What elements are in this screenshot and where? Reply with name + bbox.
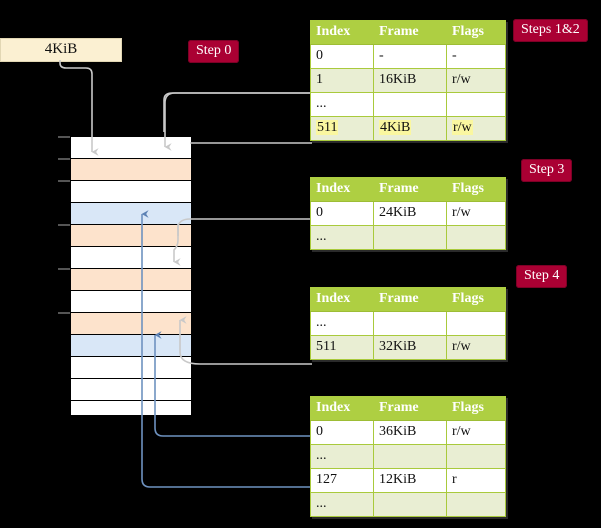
cell-flags [446, 311, 506, 336]
memory-row [71, 357, 191, 379]
step-badge-1-2: Steps 1&2 [513, 19, 588, 42]
pd-table: Index Frame Flags ... 511 32KiB r/w [310, 287, 506, 360]
cell-frame [373, 311, 447, 336]
cell-frame [373, 492, 447, 517]
memory-tick [58, 312, 70, 314]
cell-index: ... [310, 311, 374, 336]
cell-frame: 4KiB [373, 116, 447, 141]
cell-index: 511 [310, 335, 374, 360]
pml4-table: Index Frame Flags 0 - - 1 16KiB r/w ... … [310, 20, 506, 141]
cell-frame: - [373, 44, 447, 69]
cell-flags-text: r/w [452, 120, 473, 135]
table-header-row: Index Frame Flags [310, 287, 506, 312]
cell-frame: 24KiB [373, 201, 447, 226]
cell-frame: 32KiB [373, 335, 447, 360]
cell-frame [373, 444, 447, 469]
column-header-index: Index [310, 177, 374, 202]
column-header-index: Index [310, 287, 374, 312]
table-row: ... [310, 92, 506, 117]
cell-flags [446, 444, 506, 469]
column-header-flags: Flags [446, 287, 506, 312]
cell-flags [446, 92, 506, 117]
cell-flags: r/w [446, 420, 506, 445]
memory-row [71, 181, 191, 203]
memory-tick [58, 180, 70, 182]
wire-step2-feed [163, 92, 312, 132]
cell-index: 0 [310, 420, 374, 445]
cell-flags: r/w [446, 68, 506, 93]
memory-row [71, 247, 191, 269]
cell-index: ... [310, 444, 374, 469]
cell-index: 0 [310, 44, 374, 69]
cell-index: ... [310, 492, 374, 517]
column-header-frame: Frame [373, 287, 447, 312]
memory-tick [58, 268, 70, 270]
memory-row [71, 335, 191, 357]
column-header-flags: Flags [446, 396, 506, 421]
table-row: ... [310, 311, 506, 336]
pdp-table: Index Frame Flags 0 24KiB r/w ... [310, 177, 506, 250]
memory-row [71, 203, 191, 225]
cell-flags: r/w [446, 335, 506, 360]
cell-frame: 36KiB [373, 420, 447, 445]
cell-index: ... [310, 225, 374, 250]
cell-index: 1 [310, 68, 374, 93]
table-row: ... [310, 225, 506, 250]
pt-table: Index Frame Flags 0 36KiB r/w ... 127 12… [310, 396, 506, 517]
memory-row [71, 313, 191, 335]
column-header-frame: Frame [373, 177, 447, 202]
memory-row [71, 225, 191, 247]
memory-row [71, 401, 191, 415]
memory-row [71, 269, 191, 291]
memory-tick [58, 224, 70, 226]
table-row: 127 12KiB r [310, 468, 506, 493]
cell-index: ... [310, 92, 374, 117]
cell-flags: r/w [446, 201, 506, 226]
table-row: 0 - - [310, 44, 506, 69]
cell-frame-text: 4KiB [379, 120, 412, 135]
column-header-frame: Frame [373, 20, 447, 45]
memory-row [71, 159, 191, 181]
cell-frame [373, 225, 447, 250]
table-row: 0 24KiB r/w [310, 201, 506, 226]
table-row: ... [310, 492, 506, 517]
table-row: ... [310, 444, 506, 469]
table-row: 511 32KiB r/w [310, 335, 506, 360]
table-header-row: Index Frame Flags [310, 177, 506, 202]
memory-row [71, 137, 191, 159]
cell-flags: r [446, 468, 506, 493]
step-badge-4: Step 4 [516, 265, 568, 288]
cell-flags: r/w [446, 116, 506, 141]
source-frame-label: 4KiB [44, 41, 78, 57]
memory-row [71, 291, 191, 313]
column-header-index: Index [310, 396, 374, 421]
memory-tick [58, 158, 70, 160]
column-header-index: Index [310, 20, 374, 45]
cell-index: 511 [310, 116, 374, 141]
cell-frame [373, 92, 447, 117]
cell-index-text: 511 [316, 120, 339, 135]
table-header-row: Index Frame Flags [310, 20, 506, 45]
column-header-flags: Flags [446, 20, 506, 45]
physical-memory-column [70, 136, 191, 415]
cell-flags [446, 492, 506, 517]
cell-index: 0 [310, 201, 374, 226]
step-badge-3: Step 3 [521, 159, 573, 182]
cell-frame: 12KiB [373, 468, 447, 493]
cell-flags: - [446, 44, 506, 69]
table-row: 0 36KiB r/w [310, 420, 506, 445]
cell-flags [446, 225, 506, 250]
wire-step4 [179, 316, 312, 365]
table-header-row: Index Frame Flags [310, 396, 506, 421]
memory-tick [58, 136, 70, 138]
memory-row [71, 379, 191, 401]
step-badge-0: Step 0 [188, 40, 240, 63]
column-header-flags: Flags [446, 177, 506, 202]
table-row-highlighted: 511 4KiB r/w [310, 116, 506, 141]
cell-index: 127 [310, 468, 374, 493]
source-frame-box: 4KiB [0, 38, 122, 62]
cell-frame: 16KiB [373, 68, 447, 93]
table-row: 1 16KiB r/w [310, 68, 506, 93]
column-header-frame: Frame [373, 396, 447, 421]
